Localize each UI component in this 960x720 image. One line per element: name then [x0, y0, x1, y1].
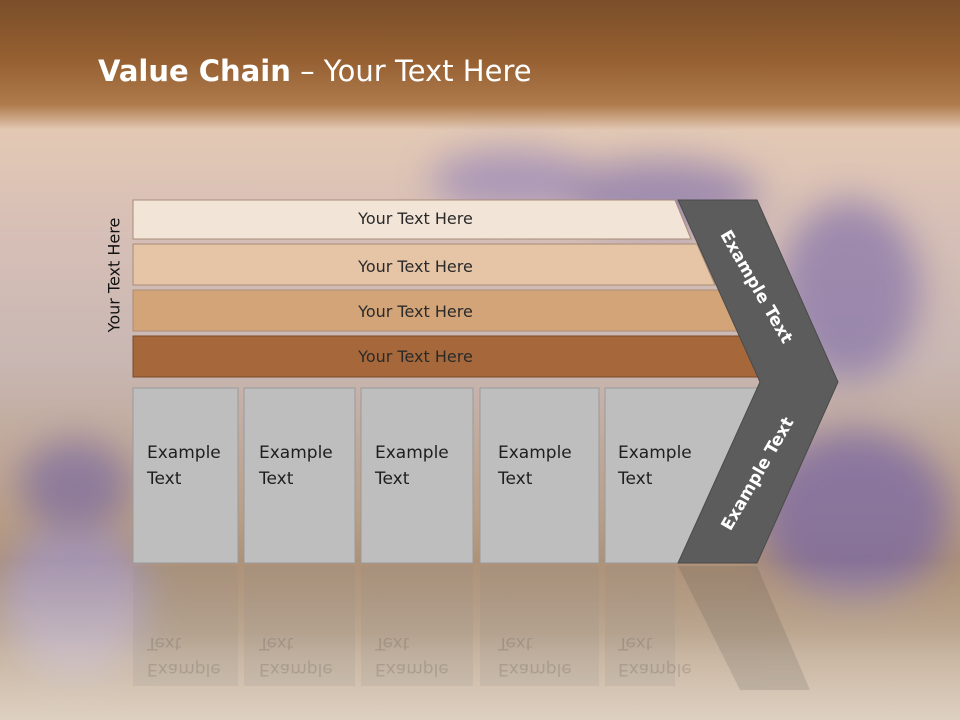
box-reflection [361, 566, 473, 686]
box-label-line2: Text [147, 469, 182, 489]
band-label: Your Text Here [358, 347, 473, 366]
slide-title: Value Chain – Your Text Here [98, 54, 532, 88]
box-reflection [244, 566, 355, 686]
lavender-blur [20, 440, 130, 530]
reflection-line1: Example [375, 659, 449, 679]
activity-box [132, 387, 239, 564]
activity-box [360, 387, 474, 564]
reflection-line2: Text [618, 633, 653, 653]
activity-box [479, 387, 600, 564]
box-reflection [480, 566, 599, 686]
reflection [133, 566, 810, 690]
reflection-line2: Text [147, 633, 182, 653]
reflection-line1: Example [147, 659, 221, 679]
box-label-line2: Text [498, 469, 533, 489]
reflection-line2: Text [498, 633, 533, 653]
reflection-line1: Example [259, 659, 333, 679]
title-rest: – Your Text Here [290, 54, 532, 88]
margin-chevron [677, 199, 839, 564]
band-1 [132, 199, 692, 240]
reflection-line1: Example [618, 659, 692, 679]
activity-box [243, 387, 356, 564]
box-label-reflection: Example Text [147, 630, 221, 682]
band-label: Your Text Here [358, 209, 473, 228]
bottom-fade [0, 560, 960, 720]
reflection-line1: Example [498, 659, 572, 679]
title-bar [0, 0, 960, 130]
box-label-reflection: Example Text [259, 630, 333, 682]
box-label-line1: Example [498, 443, 572, 463]
title-bold: Value Chain [98, 54, 291, 88]
box-reflection [133, 566, 238, 686]
reflection-line2: Text [375, 633, 410, 653]
band-label: Your Text Here [358, 257, 473, 276]
chevron-reflection [678, 566, 810, 690]
box-label-line2: Text [259, 469, 294, 489]
band-label: Your Text Here [358, 302, 473, 321]
band-2 [132, 243, 716, 286]
box-reflection [605, 566, 675, 686]
box-label-line1: Example [375, 443, 449, 463]
box-label-line1: Example [618, 443, 692, 463]
box-label-reflection: Example Text [618, 630, 692, 682]
box-label-reflection: Example Text [375, 630, 449, 682]
box-label-line1: Example [147, 443, 221, 463]
box-label-reflection: Example Text [498, 630, 572, 682]
box-label-line2: Text [618, 469, 653, 489]
box-label-line2: Text [375, 469, 410, 489]
reflection-line2: Text [259, 633, 294, 653]
box-label-line1: Example [259, 443, 333, 463]
